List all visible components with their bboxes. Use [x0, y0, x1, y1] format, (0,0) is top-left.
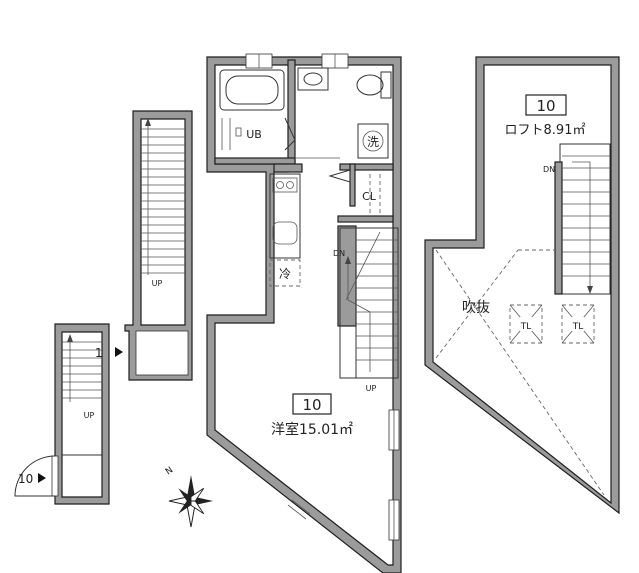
north-label: N	[164, 465, 175, 477]
toilet	[356, 71, 392, 99]
void-label: 吹抜	[462, 300, 490, 316]
top-light-a	[509, 304, 543, 344]
room-number-box	[292, 393, 332, 415]
stair-arrow-icon	[345, 256, 351, 264]
bath-door	[284, 117, 296, 151]
interior-stair	[337, 225, 399, 379]
top-light-b	[561, 304, 595, 344]
room-label: ロフト8.91㎡	[505, 123, 586, 138]
main-floor: UB 洗 CL	[206, 53, 402, 573]
room-label: 洋室15.01㎡	[271, 421, 353, 438]
void-area	[435, 249, 605, 496]
exterior-stair-lower: UP 10	[14, 323, 110, 505]
triangle-right-icon	[38, 473, 46, 483]
closet-door	[328, 169, 351, 183]
kitchen-counter	[269, 173, 301, 259]
compass-rose-icon	[168, 475, 213, 528]
loft-stair-treads	[562, 155, 610, 277]
fridge-label: 冷	[279, 267, 291, 281]
room-number-box	[525, 94, 567, 116]
washbasin	[297, 67, 329, 91]
triangle-right-icon	[115, 347, 123, 357]
stair-down-label: DN	[333, 249, 345, 258]
loft-floor: DN 吹抜 TL TL 10 ロフト8.91㎡	[424, 56, 620, 515]
bathtub	[219, 69, 285, 111]
room-number: 10	[302, 396, 321, 414]
loft-stair-outline	[559, 143, 611, 295]
stair-arrow-icon	[67, 334, 73, 342]
door-swing	[14, 455, 56, 497]
exterior-stair-upper: UP 10	[95, 110, 193, 381]
bath-label: UB	[246, 128, 262, 141]
top-light-label: TL	[572, 322, 584, 332]
closet-label: CL	[362, 190, 377, 203]
stair-up-label: UP	[152, 279, 163, 288]
stair-arrow-icon	[587, 286, 593, 294]
stair-arrow-icon	[145, 118, 151, 126]
stair-up-label: UP	[84, 411, 95, 420]
washer-space	[357, 123, 389, 159]
stair-down-label: DN	[543, 165, 555, 174]
stair-up-label: UP	[366, 384, 377, 393]
entry-label-lower: 10	[18, 472, 33, 486]
window-marks	[245, 53, 400, 541]
room-number: 10	[536, 97, 555, 115]
washer-label: 洗	[367, 135, 379, 149]
top-light-label: TL	[520, 322, 532, 332]
fridge-space	[269, 259, 301, 287]
